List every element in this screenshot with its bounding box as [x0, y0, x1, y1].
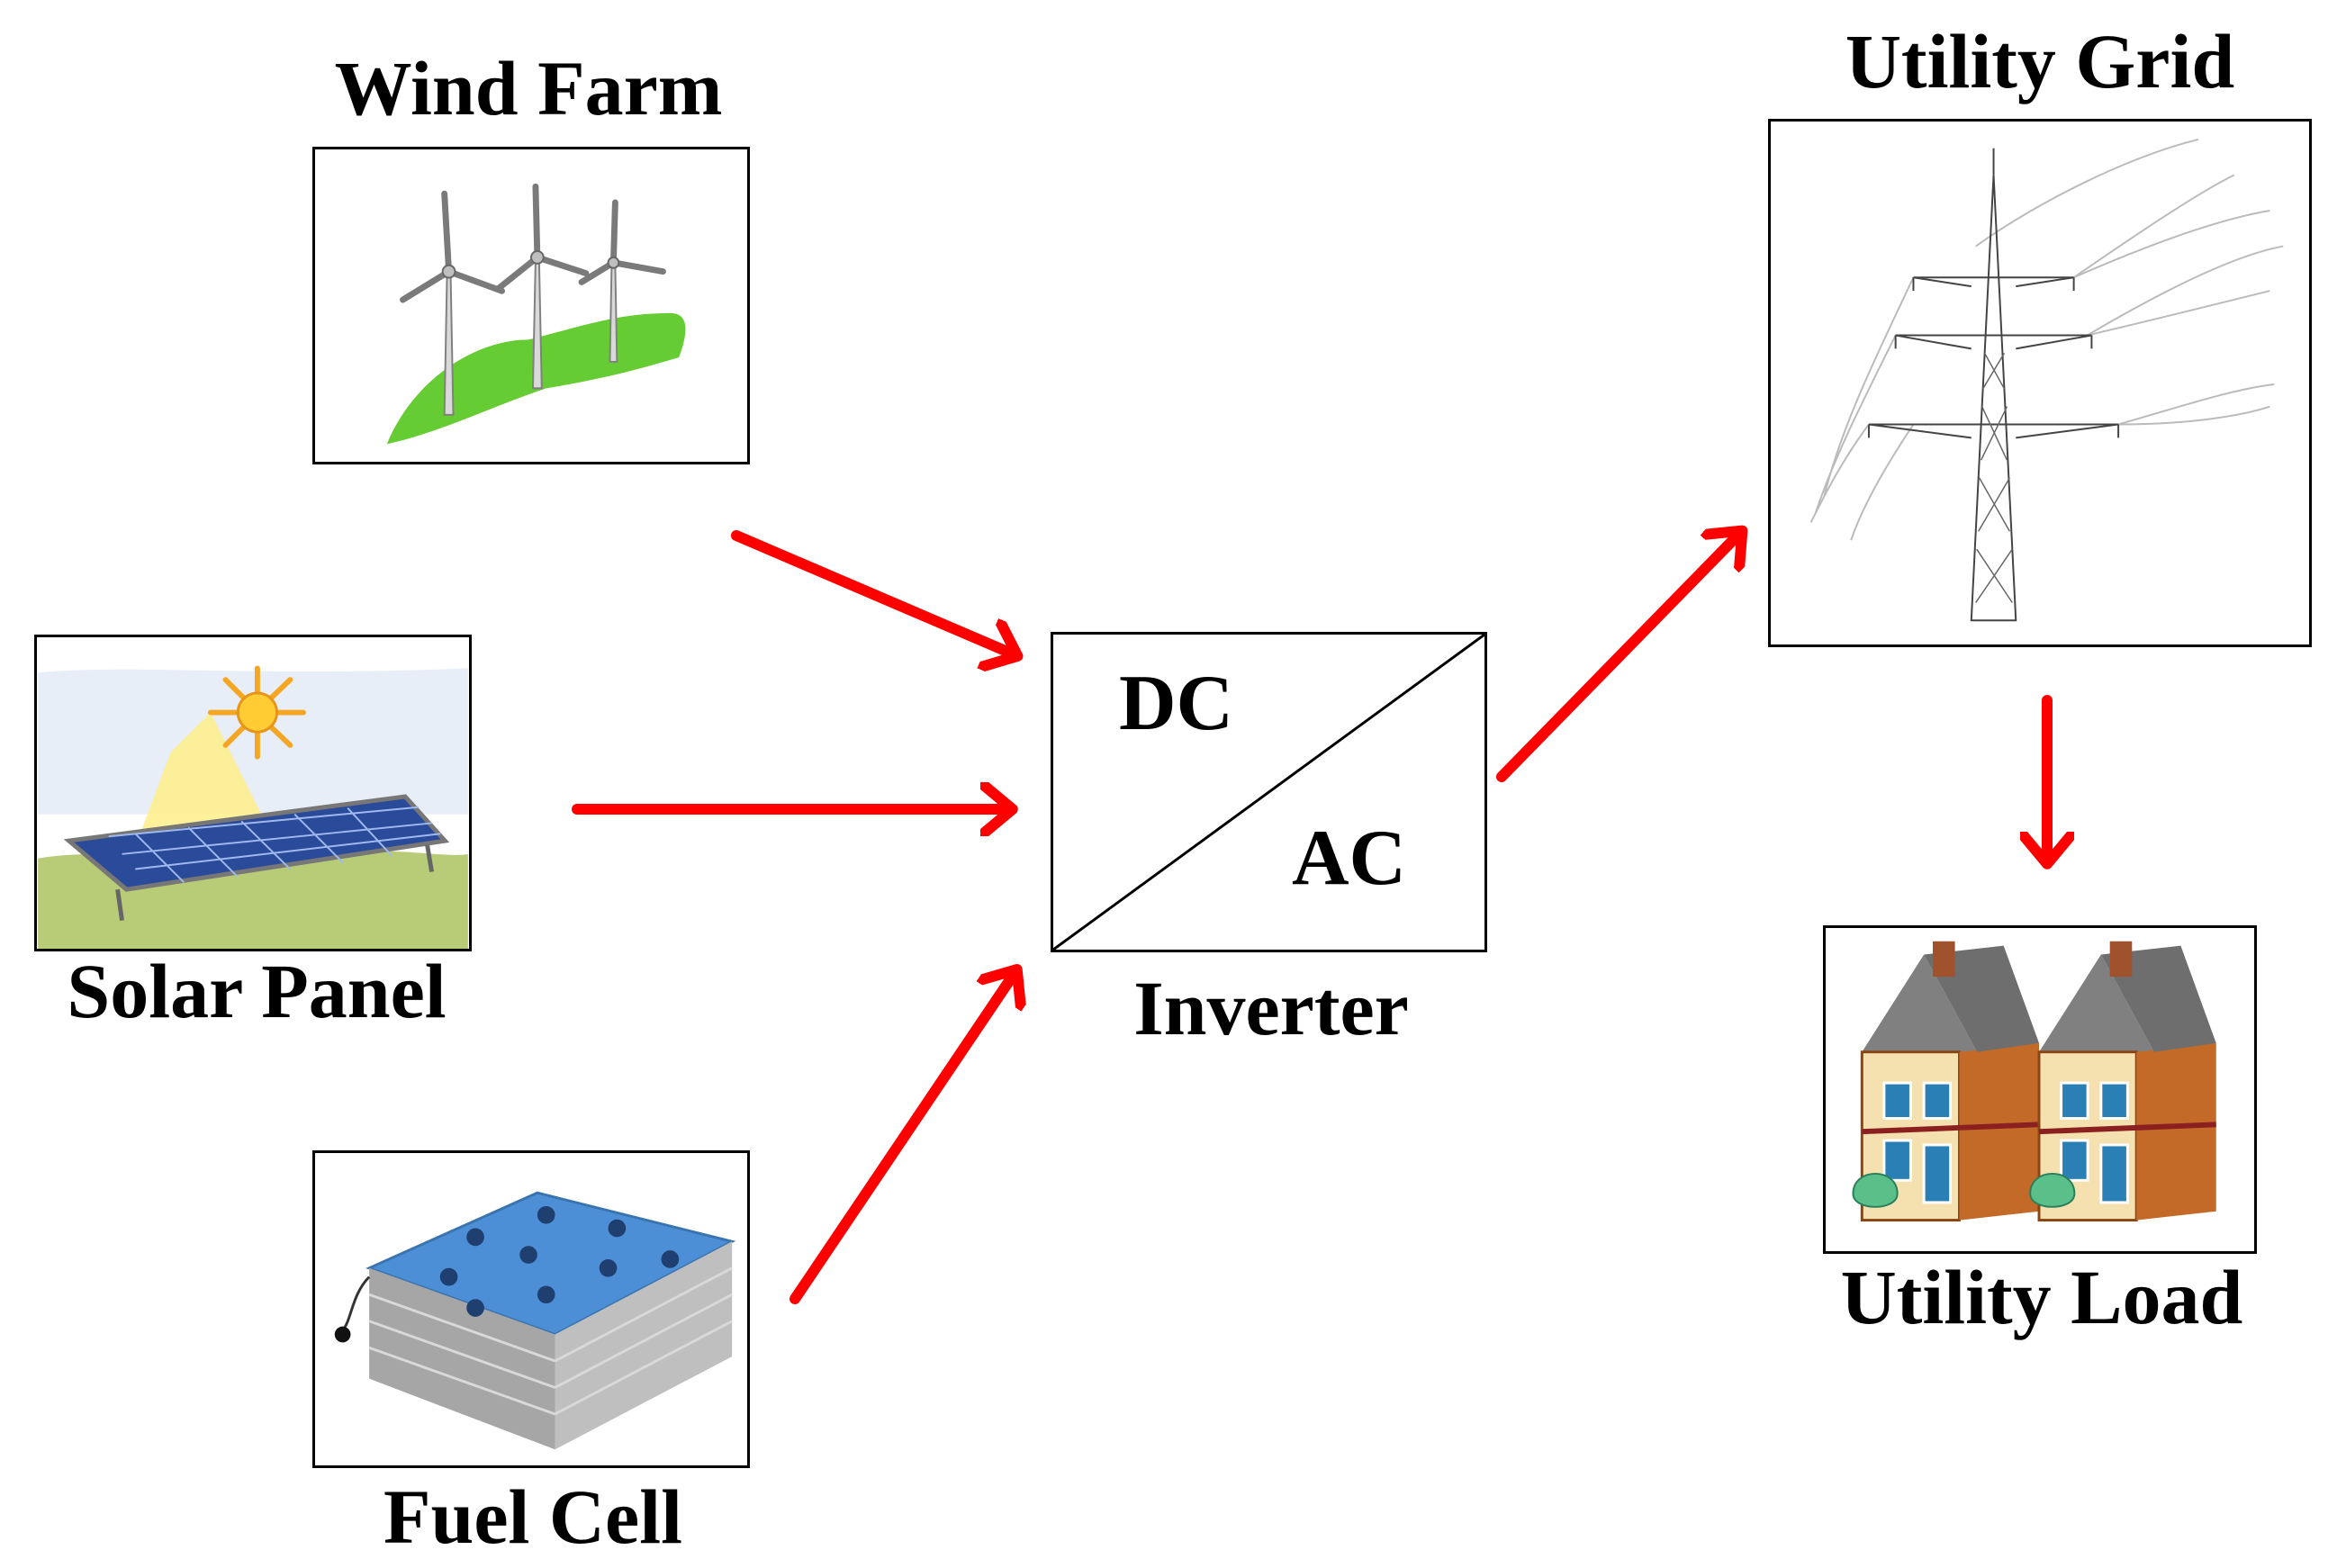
arrow-inverter-to-grid [1496, 534, 1739, 782]
arrow-wind-to-inverter [731, 530, 1014, 654]
inverter-ac-text: AC [1292, 815, 1407, 902]
inverter-dc-text: DC [1119, 660, 1234, 747]
inverter-box: DC AC [1051, 632, 1487, 952]
arrow-fuel-to-inverter [790, 973, 1015, 1304]
fuel-cell-label: Fuel Cell [383, 1473, 682, 1560]
solar-panel-box [34, 635, 472, 951]
fuel-cell-box [312, 1150, 750, 1468]
transmission-tower-icon [1809, 138, 2284, 622]
wind-farm-label: Wind Farm [334, 45, 723, 131]
utility-grid-label: Utility Grid [1845, 18, 2235, 104]
utility-load-label: Utility Load [1840, 1254, 2243, 1340]
houses-icon [1852, 941, 2216, 1222]
solar-panel-icon [38, 637, 468, 949]
inverter-diagonal-icon [1053, 635, 1484, 950]
utility-load-box [1823, 925, 2257, 1254]
solar-panel-label: Solar Panel [67, 948, 447, 1034]
inverter-label: Inverter [1133, 965, 1409, 1051]
utility-grid-box [1768, 119, 2312, 647]
wind-turbines-icon [386, 183, 686, 445]
fuel-cell-stack-icon [334, 1191, 736, 1450]
wind-farm-box [312, 147, 750, 464]
